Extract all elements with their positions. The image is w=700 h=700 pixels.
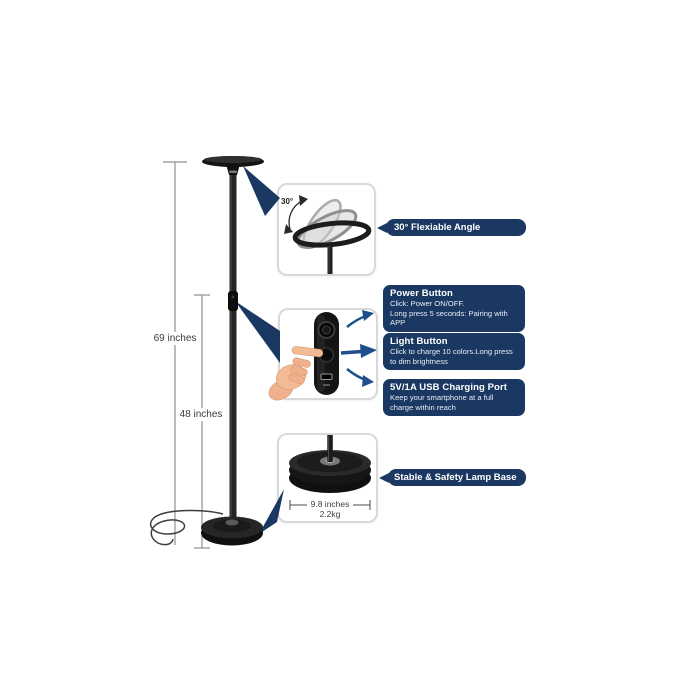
rotation-arrow-icon [284,195,308,234]
power-button-callout: Power Button Click: Power ON/OFF. Long p… [383,285,525,333]
base-weight-label: 2.2kg [319,509,341,519]
stable-base-banner: Stable & Safety Lamp Base [379,469,526,486]
lamp-head [202,156,264,175]
dimension-line-69 [163,161,187,545]
arrow-right-icons [340,310,377,387]
total-height-label: 69 inches [151,332,199,345]
light-button-title: Light Button [390,336,448,347]
power-button-title: Power Button [390,288,453,299]
base-dimension-line [289,500,371,510]
usb-port-desc: Keep your smartphone at a full charge wi… [390,393,494,412]
usb-port-icon [320,373,333,380]
flexible-angle-banner: 30° Flexiable Angle [377,219,526,236]
light-button-callout: Light Button Click to charge 10 colors.L… [383,333,525,371]
control-pod [314,312,339,395]
connector-wedge-bottom [259,489,284,534]
usb-port-callout: 5V/1A USB Charging Port Keep your smartp… [383,379,525,417]
lamp-pole [228,173,238,523]
banner-arrow-icon [379,472,389,483]
banner-arrow-icon [377,222,387,233]
connector-wedge-top [243,166,280,216]
power-button-desc-1: Click: Power ON/OFF. [390,299,465,308]
lamp-base [201,516,263,546]
base-diameter-label: 9.8 inches [310,499,350,509]
pole-height-label: 48 inches [177,408,225,421]
power-button-desc-2: Long press 5 seconds: Pairing with APP [390,308,508,328]
connector-wedge-middle [235,301,280,363]
light-button-desc: Click to charge 10 colors.Long press to … [390,347,513,366]
pole-control-pod [228,291,238,311]
pointing-hand-icon [268,346,324,401]
power-cord [149,509,224,546]
stable-base-banner-text: Stable & Safety Lamp Base [394,472,517,483]
dimension-line-48 [194,294,210,549]
base-closeup-graphic [289,435,371,493]
angle-degree-label: 30° [281,197,294,206]
tilt-rotation-graphic [292,198,372,274]
usb-port-title: 5V/1A USB Charging Port [390,382,508,393]
angle-inset-panel [277,183,376,276]
flexible-angle-banner-text: 30° Flexiable Angle [394,222,481,233]
